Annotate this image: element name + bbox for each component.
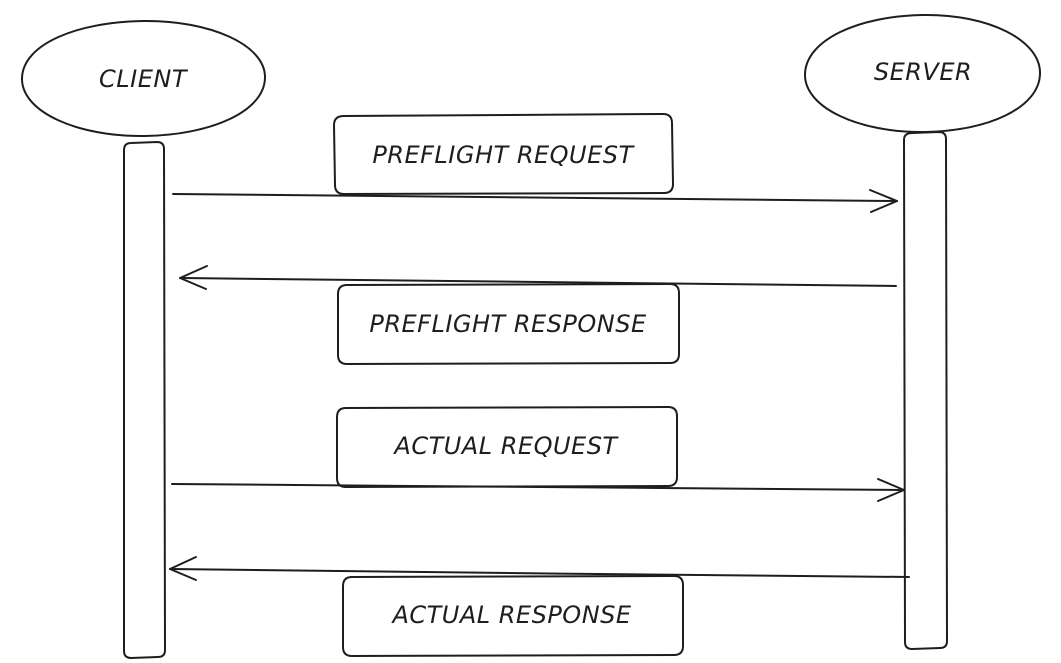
server-lifeline [903, 131, 948, 650]
actual-response-label: ACTUAL RESPONSE [390, 601, 631, 629]
preflight-request-arrow-head [869, 189, 898, 213]
actual-request-label: ACTUAL REQUEST [392, 432, 619, 460]
client-participant: CLIENT [20, 19, 267, 138]
actual-response-arrow-line [169, 568, 910, 578]
server-participant: SERVER [803, 13, 1042, 134]
preflight-request-arrow-line [172, 193, 898, 202]
message-actual-request: ACTUAL REQUEST [171, 406, 905, 502]
actual-request-label-box [336, 406, 678, 488]
actual-request-arrow-line [171, 483, 905, 491]
server-label: SERVER [874, 58, 972, 86]
message-actual-response: ACTUAL RESPONSE [169, 556, 910, 657]
actual-response-label-box [342, 575, 684, 657]
client-label: CLIENT [99, 65, 189, 93]
message-preflight-request: PREFLIGHT REQUEST [172, 113, 898, 213]
preflight-request-label-box [333, 113, 674, 195]
preflight-response-arrow-line [179, 277, 897, 287]
message-preflight-response: PREFLIGHT RESPONSE [179, 265, 897, 365]
preflight-response-label-box [337, 283, 680, 365]
actual-request-arrow-head [877, 478, 905, 502]
actual-response-arrow-head [169, 556, 197, 581]
preflight-request-label: PREFLIGHT REQUEST [372, 141, 635, 169]
preflight-response-label: PREFLIGHT RESPONSE [369, 310, 647, 338]
preflight-response-arrow-head [179, 265, 208, 290]
client-lifeline [123, 141, 166, 659]
client-ellipse [20, 19, 267, 138]
